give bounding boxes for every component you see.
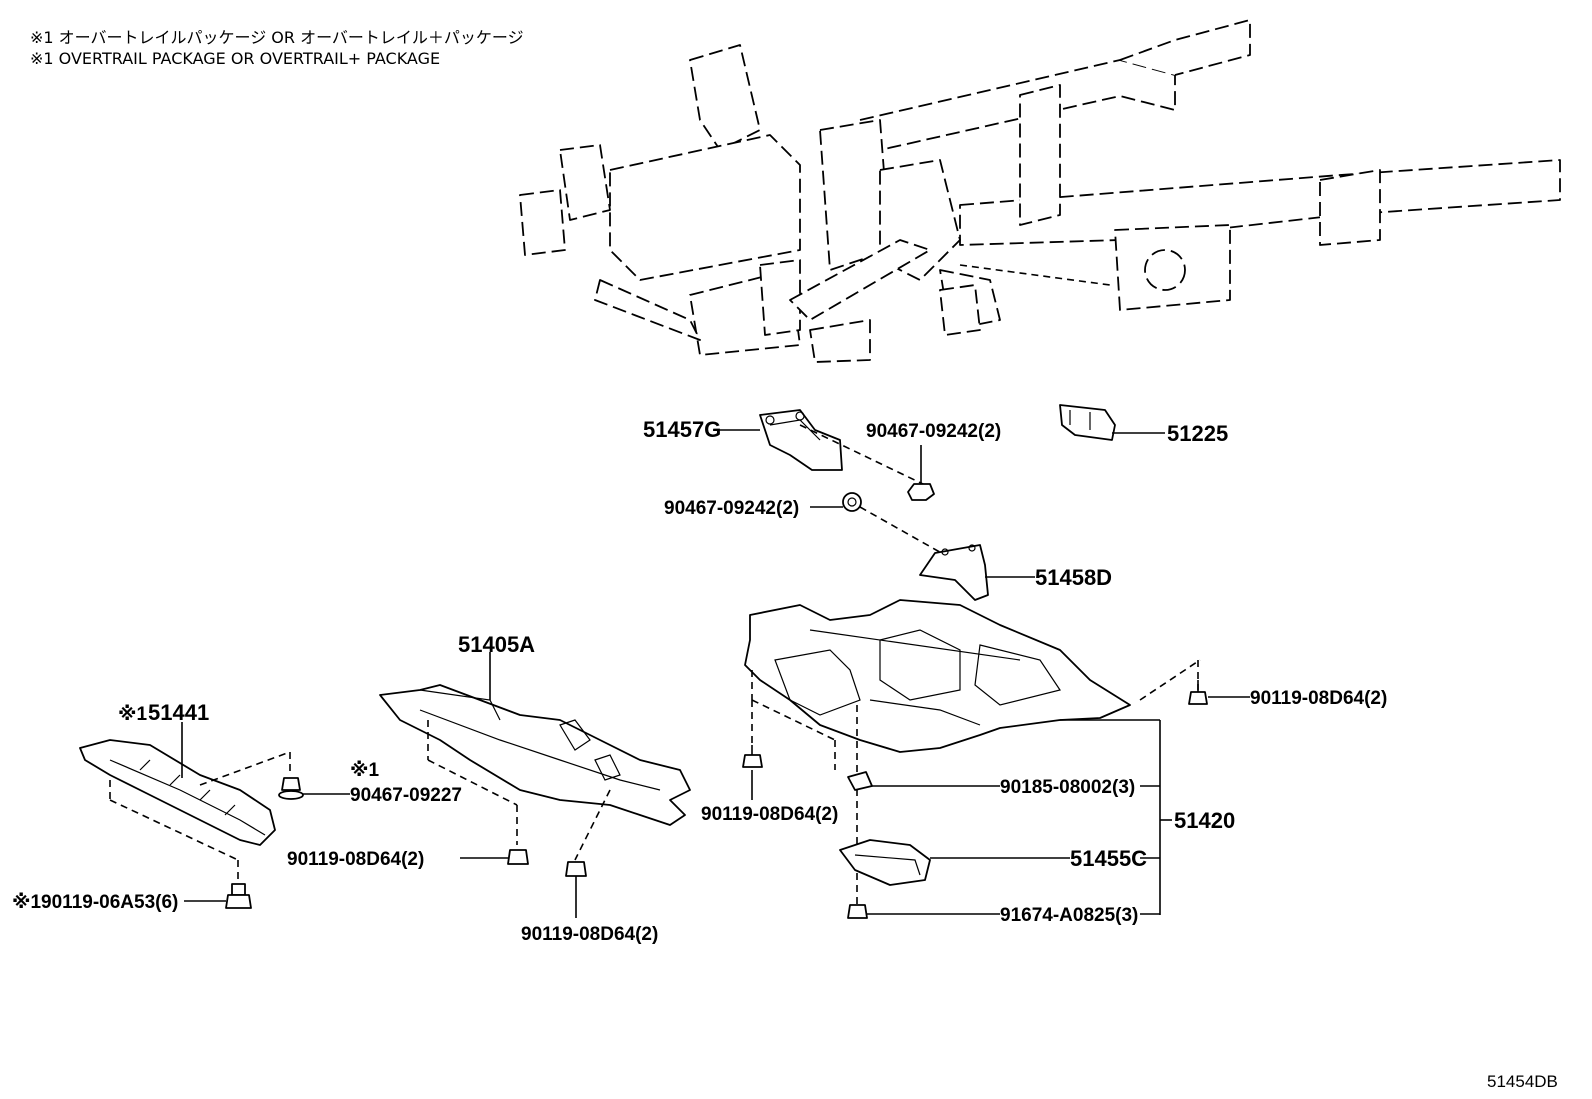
part-51225 [1059,404,1116,441]
note-english: ※1 OVERTRAIL PACKAGE OR OVERTRAIL+ PACKA… [30,49,441,68]
label-90467-09227: 90467-09227 [350,785,462,806]
label-90119-06A53: ※190119-06A53(6) [12,892,178,913]
bolt-90119-08D64-left [507,849,529,865]
label-90467-09227-mark: ※1 [350,760,379,781]
label-90185-08002: 90185-08002(3) [1000,777,1135,798]
nut-90467-09242-lower [842,492,862,512]
label-90467-09242-upper: 90467-09242(2) [866,421,1001,442]
part-51420-under-cover [744,599,1131,753]
part-51441-skid-plate [79,739,276,846]
label-90119-08D64-right: 90119-08D64(2) [1250,688,1387,709]
screw-90467-09227 [278,777,304,800]
label-90119-08D64-bottom: 90119-08D64(2) [521,924,658,945]
label-51420: 51420 [1174,808,1235,833]
nut-90467-09242-upper [907,445,935,501]
label-91674-A0825: 91674-A0825(3) [1000,905,1138,926]
note-japanese: ※1 オーバートレイルパッケージ OR オーバートレイル＋パッケージ [30,28,524,47]
label-90467-09242-lower: 90467-09242(2) [664,498,799,519]
label-51225: 51225 [1167,421,1228,446]
label-90119-08D64-left: 90119-08D64(2) [287,849,424,870]
clip-90185-08002 [847,771,873,791]
label-51455C: 51455C [1070,846,1147,871]
label-51441-mark: ※1 [118,704,147,725]
part-51457G-bracket [759,409,843,471]
part-51405A-under-cover [379,684,691,826]
bolt-90119-08D64-right [1188,680,1208,705]
label-90119-08D64-center: 90119-08D64(2) [701,804,838,825]
vehicle-frame [519,19,1561,363]
part-51458D-bracket [919,544,989,601]
part-51455C [839,839,931,886]
label-51441: 51441 [148,700,209,725]
diagram-id: 51454DB [1487,1072,1558,1091]
bolt-91674-A0825 [847,904,868,919]
bolt-90119-06A53 [225,883,252,909]
label-51405A: 51405A [458,632,535,657]
bolt-90119-08D64-center [742,745,763,768]
label-51458D: 51458D [1035,565,1112,590]
bolt-90119-08D64-bottom [565,861,587,877]
label-51457G: 51457G [643,417,721,442]
